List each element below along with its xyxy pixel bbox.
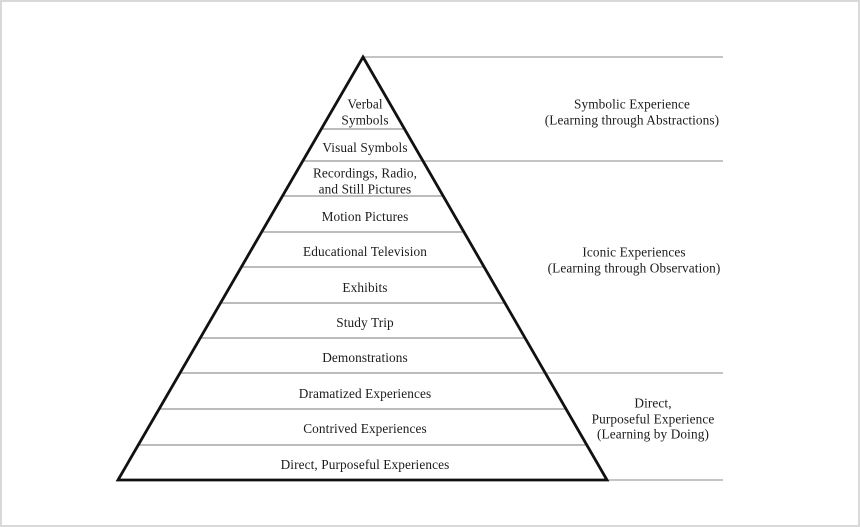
category-label-iconic: Iconic Experiences (Learning through Obs… [547, 244, 721, 275]
level-label-study-trip: Study Trip [336, 315, 394, 331]
level-label-recordings-radio: Recordings, Radio, and Still Pictures [312, 165, 418, 196]
level-label-direct-purposeful: Direct, Purposeful Experiences [280, 457, 450, 473]
category-label-symbolic: Symbolic Experience (Learning through Ab… [544, 96, 720, 127]
level-label-demonstrations: Demonstrations [322, 350, 408, 366]
category-label-direct: Direct, Purposeful Experience (Learning … [591, 395, 715, 442]
level-label-motion-pictures: Motion Pictures [321, 209, 409, 225]
level-label-dramatized: Dramatized Experiences [298, 386, 432, 402]
pyramid-outline [115, 54, 610, 482]
level-label-contrived: Contrived Experiences [303, 421, 427, 437]
level-label-visual-symbols: Visual Symbols [322, 140, 408, 156]
level-label-exhibits: Exhibits [342, 280, 388, 296]
level-label-educational-tv: Educational Television [303, 244, 427, 260]
level-label-verbal-symbols: Verbal Symbols [341, 96, 389, 127]
